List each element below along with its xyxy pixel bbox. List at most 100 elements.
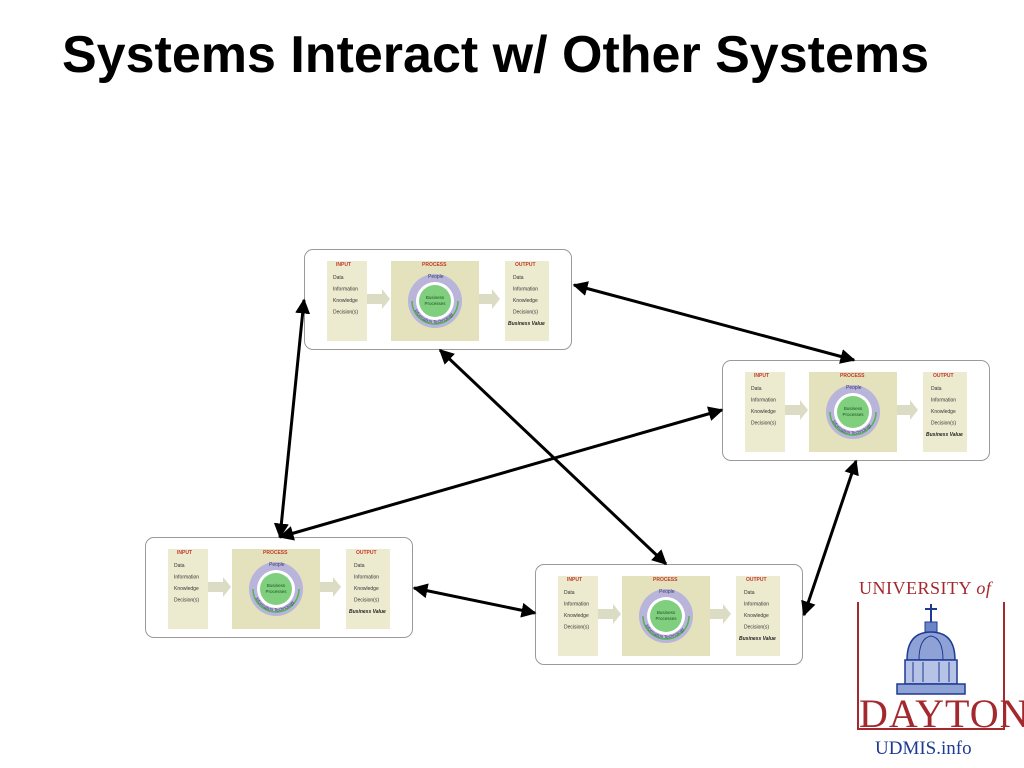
system-figure: INPUTDataInformationKnowledgeDecision(s)… <box>745 372 967 452</box>
output-item: Information <box>744 602 769 608</box>
flow-arrow-in <box>598 604 621 624</box>
core-label-2: Processes <box>842 412 864 417</box>
logo-university-word: UNIVERSITY <box>859 578 977 598</box>
logo-of-word: of <box>976 578 992 598</box>
output-item: Knowledge <box>513 298 538 304</box>
input-item: Decision(s) <box>174 598 199 604</box>
logo-udmis-text: UDMIS.info <box>875 738 972 759</box>
output-business-value: Business Value <box>349 609 386 615</box>
output-item: Data <box>744 590 755 596</box>
input-panel <box>327 261 367 341</box>
system-figure: INPUT DataInformationKnowledgeDecision(s)… <box>327 261 549 341</box>
output-item: Information <box>354 575 379 581</box>
cycle-arrow <box>829 411 877 436</box>
process-header: PROCESS <box>422 262 447 268</box>
output-header: OUTPUT <box>933 373 954 379</box>
people-label: People <box>269 562 285 568</box>
arrow-left-bottom <box>412 583 537 618</box>
input-header: INPUT <box>336 262 351 268</box>
logo-university-text: UNIVERSITY of <box>859 578 991 599</box>
logo-frame <box>857 602 1005 730</box>
output-business-value: Business Value <box>926 432 963 438</box>
input-item: Data <box>333 275 344 281</box>
input-item: Decision(s) <box>564 625 589 631</box>
output-header: OUTPUT <box>746 577 767 583</box>
arrow-top-bottom <box>438 348 668 566</box>
university-logo: UNIVERSITY of DAYTON UDMIS.info <box>853 572 1024 768</box>
input-panel <box>168 549 208 629</box>
people-label: People <box>846 385 862 391</box>
output-item: Information <box>931 398 956 404</box>
arrow-right-bottom <box>801 459 859 617</box>
flow-arrow-in <box>208 577 231 597</box>
input-item: Decision(s) <box>333 310 358 316</box>
process-header: PROCESS <box>840 373 865 379</box>
core-circle <box>650 600 682 632</box>
output-item: Decision(s) <box>931 421 956 427</box>
input-panel <box>558 576 598 656</box>
output-panel <box>505 261 549 341</box>
flow-arrow-out <box>479 289 500 309</box>
arrow-top-left <box>273 298 311 539</box>
core-circle <box>837 396 869 428</box>
chapel-dome-icon <box>896 604 966 695</box>
flow-arrow-in <box>785 400 808 420</box>
output-item: Data <box>354 563 365 569</box>
input-item: Data <box>174 563 185 569</box>
input-item: Data <box>751 386 762 392</box>
system-figure: INPUT DataInformationKnowledgeDecision(s)… <box>168 549 390 629</box>
output-header: OUTPUT <box>356 550 377 556</box>
input-item: Knowledge <box>564 613 589 619</box>
input-item: Information <box>564 602 589 608</box>
core-label-1: Business <box>426 295 445 300</box>
core-label-2: Processes <box>424 301 446 306</box>
flow-arrow-out <box>320 577 341 597</box>
people-label: People <box>428 274 444 280</box>
output-panel <box>736 576 780 656</box>
core-label-2: Processes <box>655 616 677 621</box>
output-item: Knowledge <box>744 613 769 619</box>
people-label: People <box>659 589 675 595</box>
input-item: Knowledge <box>174 586 199 592</box>
core-label-1: Business <box>844 406 863 411</box>
input-header: INPUT <box>567 577 582 583</box>
output-item: Knowledge <box>354 586 379 592</box>
input-item: Information <box>333 287 358 293</box>
input-header: INPUT <box>754 373 769 379</box>
input-item: Data <box>564 590 575 596</box>
input-panel <box>745 372 785 452</box>
input-item: Information <box>751 398 776 404</box>
process-header: PROCESS <box>653 577 678 583</box>
output-panel <box>923 372 967 452</box>
cycle-arrow <box>642 615 690 640</box>
cycle-arrow <box>252 588 300 613</box>
flow-arrow-in <box>367 289 390 309</box>
output-item: Decision(s) <box>513 310 538 316</box>
output-item: Decision(s) <box>744 625 769 631</box>
flow-arrow-out <box>897 400 918 420</box>
input-item: Information <box>174 575 199 581</box>
slide-title: Systems Interact w/ Other Systems <box>62 26 930 84</box>
output-item: Decision(s) <box>354 598 379 604</box>
output-business-value: Business Value <box>739 636 776 642</box>
system-figure: INPUT DataInformationKnowledgeDecision(s)… <box>558 576 780 656</box>
core-label-1: Business <box>657 610 676 615</box>
arrow-top-right <box>572 281 856 364</box>
output-header: OUTPUT <box>515 262 536 268</box>
core-circle <box>260 573 292 605</box>
output-item: Data <box>931 386 942 392</box>
output-panel <box>346 549 390 629</box>
cycle-arrow <box>411 300 459 325</box>
arrow-left-right <box>278 406 724 541</box>
output-item: Data <box>513 275 524 281</box>
process-header: PROCESS <box>263 550 288 556</box>
input-item: Decision(s) <box>751 421 776 427</box>
core-circle <box>419 285 451 317</box>
flow-arrow-out <box>710 604 731 624</box>
input-item: Knowledge <box>333 298 358 304</box>
input-header: INPUT <box>177 550 192 556</box>
